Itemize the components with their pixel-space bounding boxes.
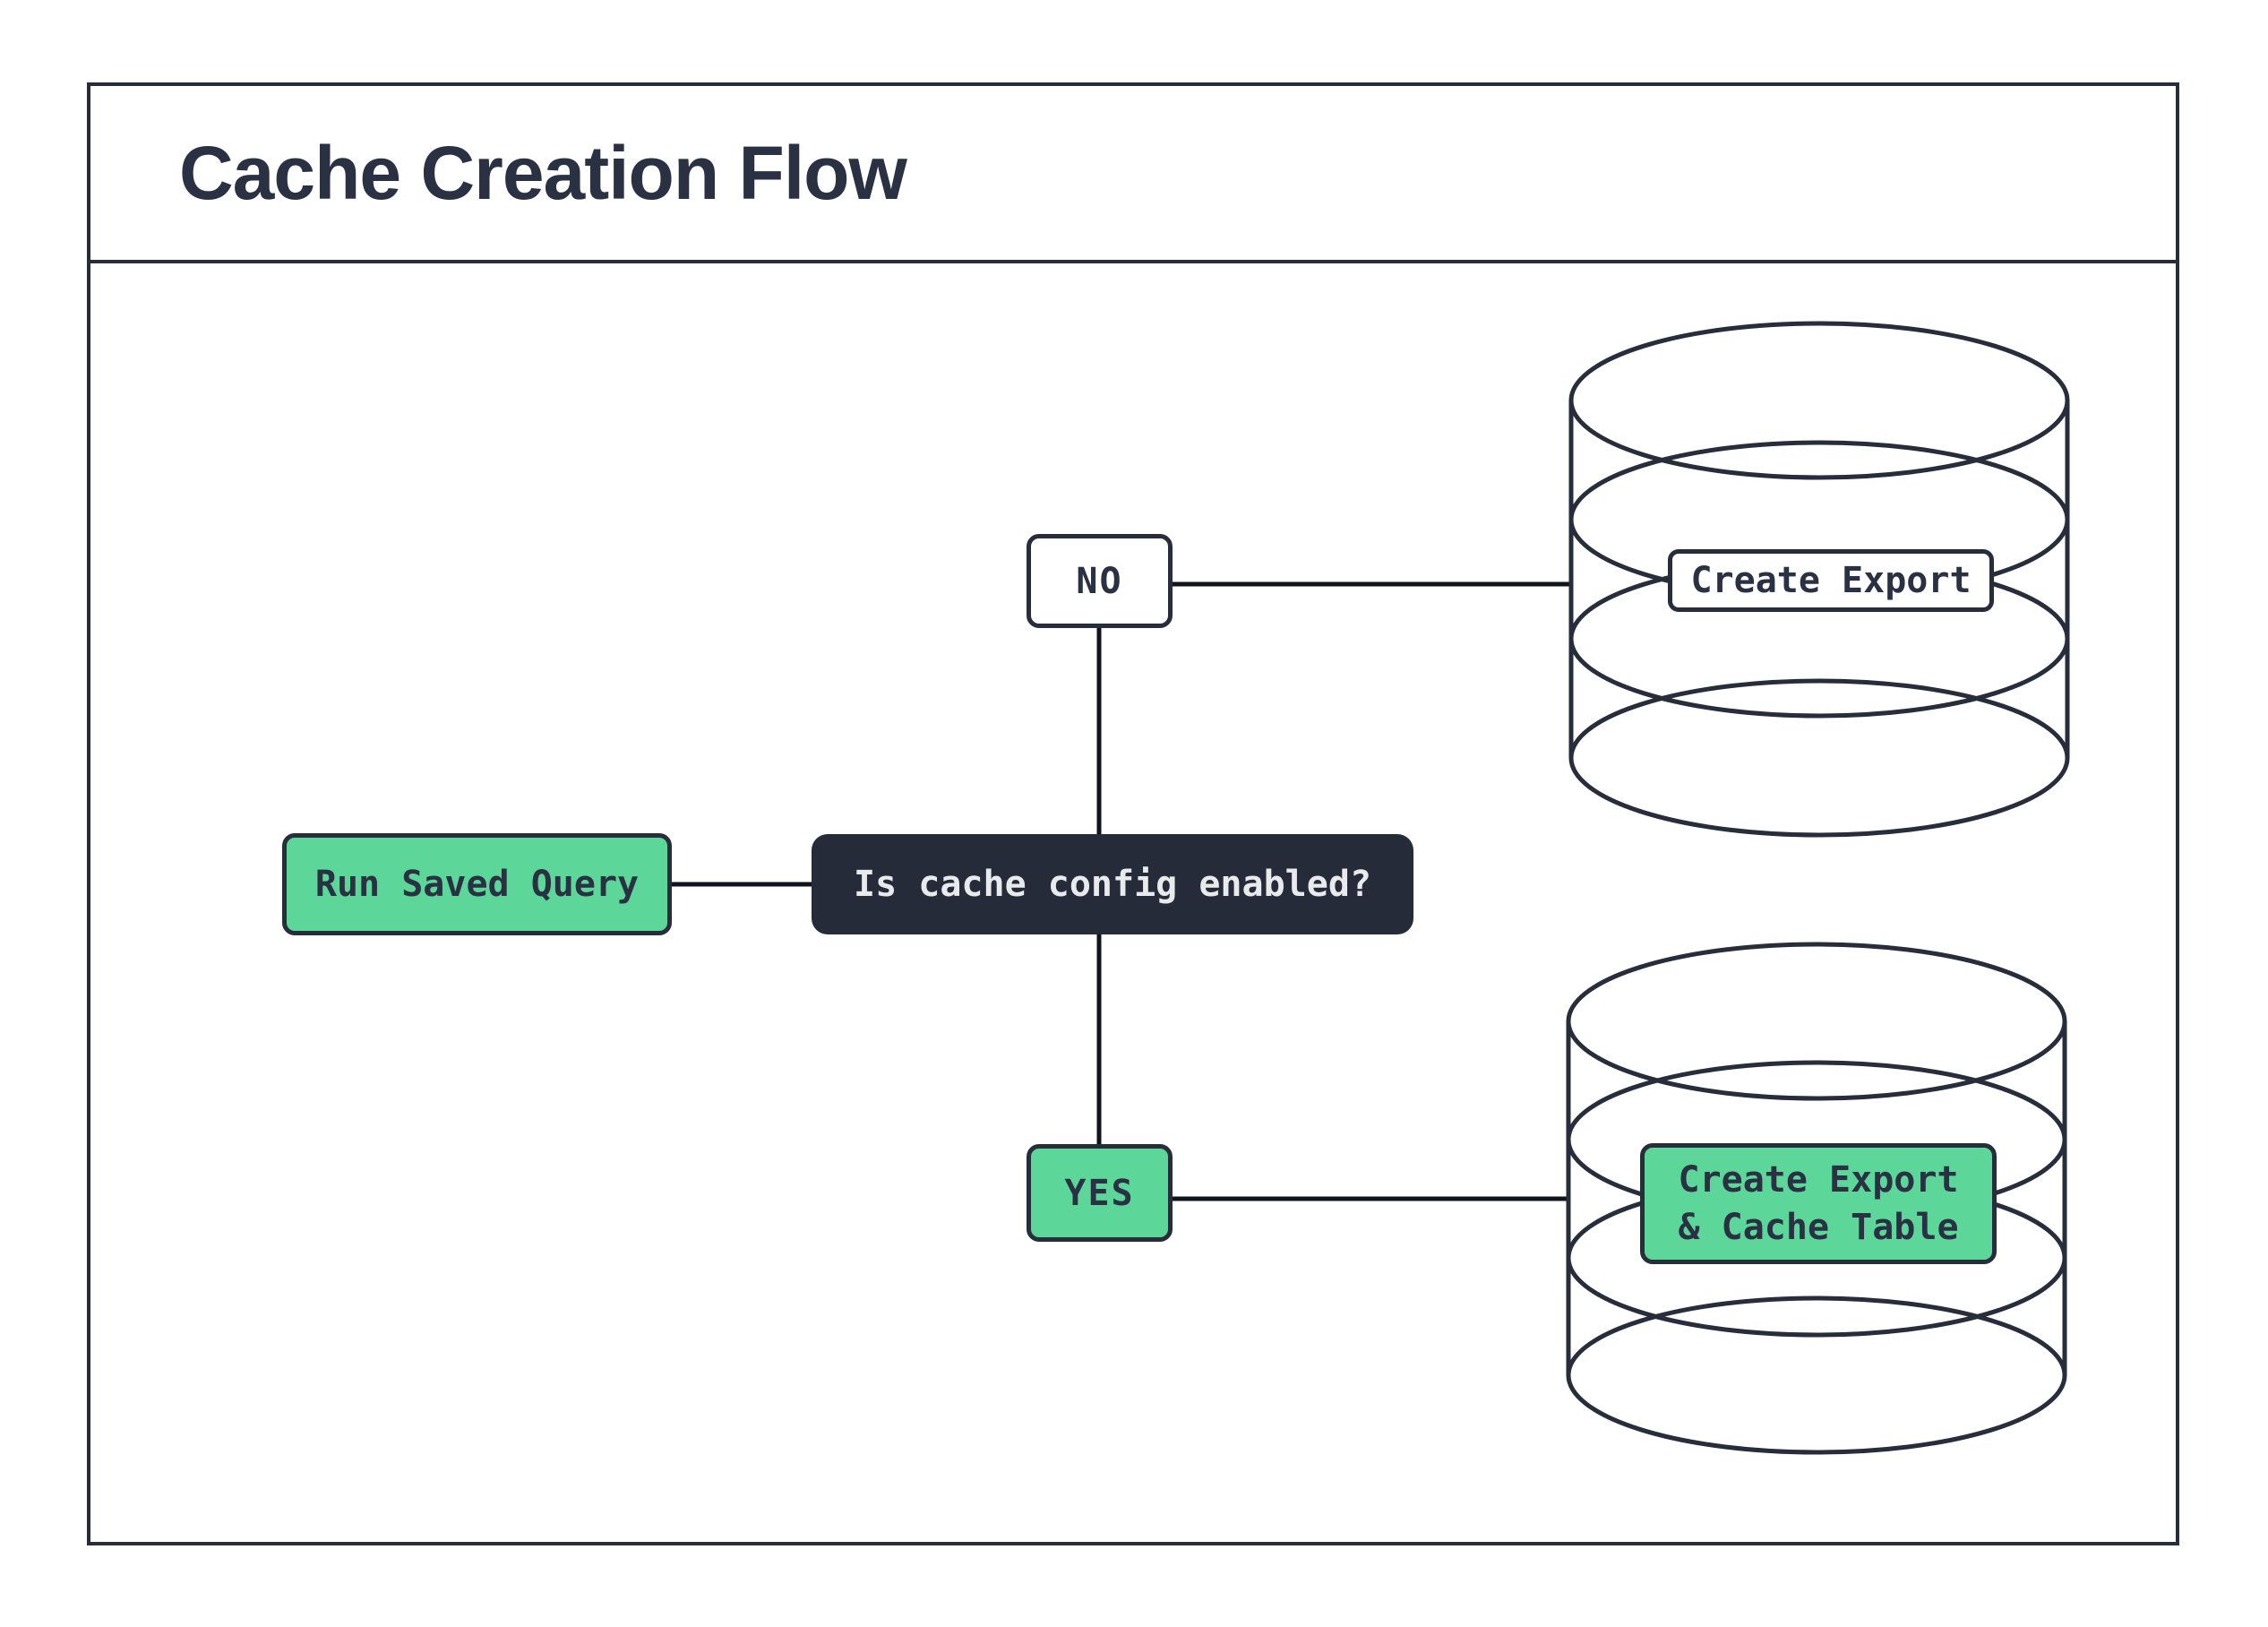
node-no-badge: NO bbox=[1027, 534, 1173, 628]
page-title: Cache Creation Flow bbox=[179, 130, 907, 215]
node-yes-badge: YES bbox=[1027, 1144, 1173, 1242]
node-run-saved-query-label: Run Saved Query bbox=[314, 864, 640, 905]
node-decision: Is cache config enabled? bbox=[812, 834, 1413, 934]
node-create-export-cache-table-line1: Create Export bbox=[1678, 1158, 1959, 1201]
diagram-frame bbox=[87, 82, 2179, 1545]
node-run-saved-query: Run Saved Query bbox=[282, 833, 672, 935]
node-yes-label: YES bbox=[1064, 1172, 1135, 1214]
node-create-export-cache-table-line2: & Cache Table bbox=[1678, 1206, 1959, 1248]
node-create-export-cache-table: Create Export & Cache Table bbox=[1640, 1143, 1997, 1264]
node-create-export-label: Create Export bbox=[1690, 560, 1972, 601]
node-no-label: NO bbox=[1076, 560, 1123, 602]
node-create-export: Create Export bbox=[1668, 549, 1994, 612]
node-decision-label: Is cache config enabled? bbox=[854, 864, 1371, 905]
connector-lines bbox=[672, 581, 1571, 1201]
header-divider bbox=[87, 260, 2179, 263]
